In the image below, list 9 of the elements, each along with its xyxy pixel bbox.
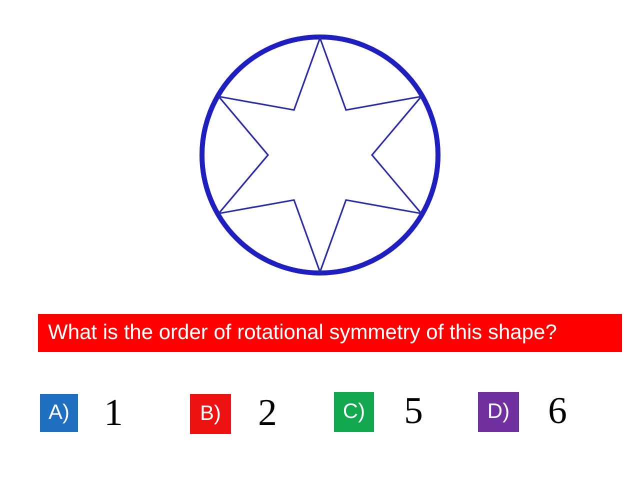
answer-value: 5 <box>404 391 423 431</box>
answer-label: B) <box>190 394 231 434</box>
answer-value: 6 <box>548 391 567 431</box>
answer-label: C) <box>334 392 374 432</box>
answer-label: A) <box>40 394 78 432</box>
answer-value: 1 <box>104 393 123 433</box>
answer-value: 2 <box>258 393 277 433</box>
question-banner: What is the order of rotational symmetry of this shape? <box>38 314 622 352</box>
answer-label: D) <box>478 392 519 432</box>
